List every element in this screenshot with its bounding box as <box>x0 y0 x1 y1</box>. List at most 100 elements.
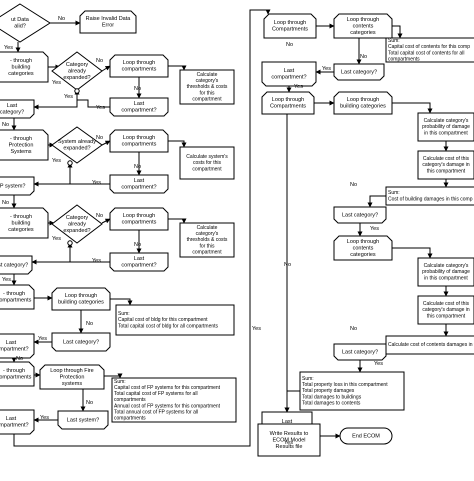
flow-edge <box>67 162 110 185</box>
node-label-line: Loop through Fire <box>50 368 93 374</box>
edge-label-no: No <box>134 164 141 170</box>
node-label-line: costs for this <box>193 160 222 166</box>
node-shape <box>109 97 169 117</box>
node-label-line: thresholds & costs <box>187 237 228 243</box>
node-label: Calculate cost of contents damages in th… <box>388 342 474 348</box>
node-shape <box>333 91 393 115</box>
node-last-cat-3: Last category? <box>51 332 111 352</box>
node-shape <box>179 69 235 105</box>
node-label-line: Total damages to contents <box>302 400 361 406</box>
edge-label-no: No <box>350 182 357 188</box>
node-label-line: Capital cost of FP systems for this comp… <box>114 385 221 391</box>
node-label-line: Last <box>284 68 295 74</box>
node-r-end: End ECOM <box>339 427 393 445</box>
edge-label-yes: Yes <box>40 415 49 421</box>
junction-dot <box>74 88 80 94</box>
node-label-line: System already <box>58 139 96 145</box>
node-label-line: compartment? <box>121 108 156 114</box>
node-shape <box>109 207 169 231</box>
node-label-line: compartments <box>122 220 157 226</box>
node-label: FP system? <box>0 183 25 189</box>
edge-label-yes: Yes <box>96 105 105 111</box>
node-label: Sum:Capital cost of FP systems for this … <box>114 379 221 422</box>
flow-edge <box>74 89 110 108</box>
node-label-line: building categories <box>58 300 104 306</box>
node-label-line: Capital cost of bldg for this compartmen… <box>118 317 208 323</box>
node-label-line: Total capital cost of contents for all <box>388 50 464 56</box>
flow-edge <box>168 218 187 224</box>
node-label-line: Last <box>6 416 17 422</box>
edge-label-yes: Yes <box>92 180 101 186</box>
edge-label-yes: Yes <box>92 258 101 264</box>
node-label-line: building categories <box>340 104 386 110</box>
edge-label-yes: Yes <box>294 84 303 90</box>
node-label-line: Compartments <box>270 104 306 110</box>
node-label-line: compartments <box>0 298 32 304</box>
edge-label-yes: Yes <box>284 440 293 446</box>
node-r-sum-contents: Sum:Capital cost of contents for this co… <box>385 37 474 63</box>
node-shape <box>111 377 237 423</box>
edge-label-yes: Yes <box>52 158 61 164</box>
node-label-line: Last <box>7 103 18 109</box>
node-label-line: Last <box>282 419 293 425</box>
node-shape <box>79 10 137 34</box>
edge-label-no: No <box>360 54 367 60</box>
node-shape <box>333 235 393 261</box>
node-label-line: expanded? <box>63 75 90 81</box>
node-shape <box>109 252 169 272</box>
node-shape <box>0 361 35 387</box>
flow-edges <box>11 9 449 447</box>
node-label-line: Last <box>134 256 145 262</box>
edge-label-yes: Yes <box>374 361 383 367</box>
node-label-line: Calculate cost of this <box>423 156 470 162</box>
node-label-line: contents <box>353 245 374 251</box>
flow-edge <box>101 65 111 72</box>
node-label-line: Error <box>102 23 114 29</box>
node-label: Last category? <box>342 349 378 355</box>
junction-dot <box>67 240 73 246</box>
node-label-line: compartment <box>192 166 222 172</box>
node-shape <box>0 176 35 196</box>
flow-edge <box>392 247 433 259</box>
flow-edge <box>110 298 133 306</box>
node-shape <box>57 410 109 430</box>
flow-edge <box>13 9 271 447</box>
edge-label-no: No <box>2 200 9 206</box>
node-label-line: - through <box>10 214 32 220</box>
edge-label-no: No <box>286 42 293 48</box>
node-label-line: Category <box>66 62 89 68</box>
flow-edge <box>101 140 111 146</box>
node-label-line: compartment? <box>121 263 156 269</box>
node-last-cat-2: Last category? <box>0 255 33 275</box>
node-label-line: expanded? <box>63 146 90 152</box>
edge-label-no: No <box>2 122 9 128</box>
node-label: Last category? <box>341 69 377 75</box>
node-label-line: for this <box>199 90 215 96</box>
